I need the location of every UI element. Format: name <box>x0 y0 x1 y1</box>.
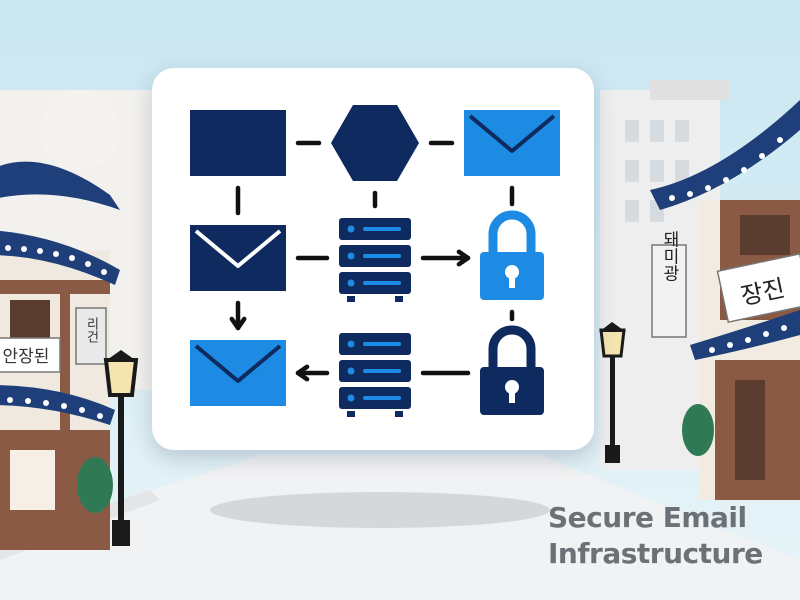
caption-line-2: Infrastructure <box>548 537 763 570</box>
left-lamp-cap <box>104 350 138 362</box>
right-house-lattice <box>740 215 790 255</box>
left-house-roof-mid <box>0 385 115 425</box>
flow-arrow <box>420 249 471 267</box>
flow-arrow <box>229 300 247 331</box>
right-vertical-sign-text: 돼미광 <box>659 230 679 281</box>
caption-line-1: Secure Email <box>548 501 747 534</box>
right-house-door <box>735 380 765 480</box>
left-lamp-pole <box>118 395 124 530</box>
left-house-roof-upper <box>0 161 120 210</box>
right-house-roof-upper <box>650 100 800 210</box>
caption: Secure Email Infrastructure <box>548 500 788 572</box>
right-lamp-head <box>599 328 626 358</box>
right-lamp-base <box>605 445 620 463</box>
envelope-icon <box>190 340 286 406</box>
distant-windows <box>625 120 689 222</box>
left-tree <box>77 457 113 513</box>
server-icon <box>339 218 411 302</box>
box-icon <box>190 110 286 176</box>
email-flow-diagram <box>190 105 560 417</box>
left-house-beam <box>60 280 70 550</box>
left-banner-board <box>0 337 61 373</box>
left-lamp-head <box>103 358 139 397</box>
left-house-roof-tiles <box>5 245 107 275</box>
envelope-icon <box>464 110 560 176</box>
right-vertical-sign <box>651 244 687 338</box>
right-lamp-pole <box>610 355 615 455</box>
left-sign-board <box>75 307 107 365</box>
right-house-roof-lower <box>690 310 800 360</box>
right-tree <box>682 404 714 456</box>
lock-icon <box>480 325 544 415</box>
diagram-nodes <box>190 105 560 417</box>
hexagon-icon <box>331 105 419 181</box>
flow-arrow <box>295 364 330 382</box>
left-lamp-base <box>112 520 130 546</box>
left-house-roof-tiles <box>7 397 103 419</box>
left-banner-text: 안장된 <box>3 347 50 367</box>
distant-building <box>650 80 730 100</box>
distant-dome <box>40 90 120 170</box>
left-sign-text: 리건 <box>84 317 99 343</box>
right-lamp-cap <box>599 322 626 332</box>
right-banner-board <box>716 252 800 324</box>
left-house-beam <box>0 280 110 294</box>
server-icon <box>339 333 411 417</box>
diagram-edges <box>229 140 515 382</box>
left-house-window <box>10 450 55 510</box>
envelope-icon <box>190 225 286 291</box>
street-shadow <box>210 492 550 528</box>
lock-icon <box>480 210 544 300</box>
right-house-roof-tiles <box>709 325 787 353</box>
left-house-roof-lower <box>0 230 120 285</box>
right-house-roof-tiles <box>669 137 783 201</box>
diagram-panel <box>152 68 594 450</box>
